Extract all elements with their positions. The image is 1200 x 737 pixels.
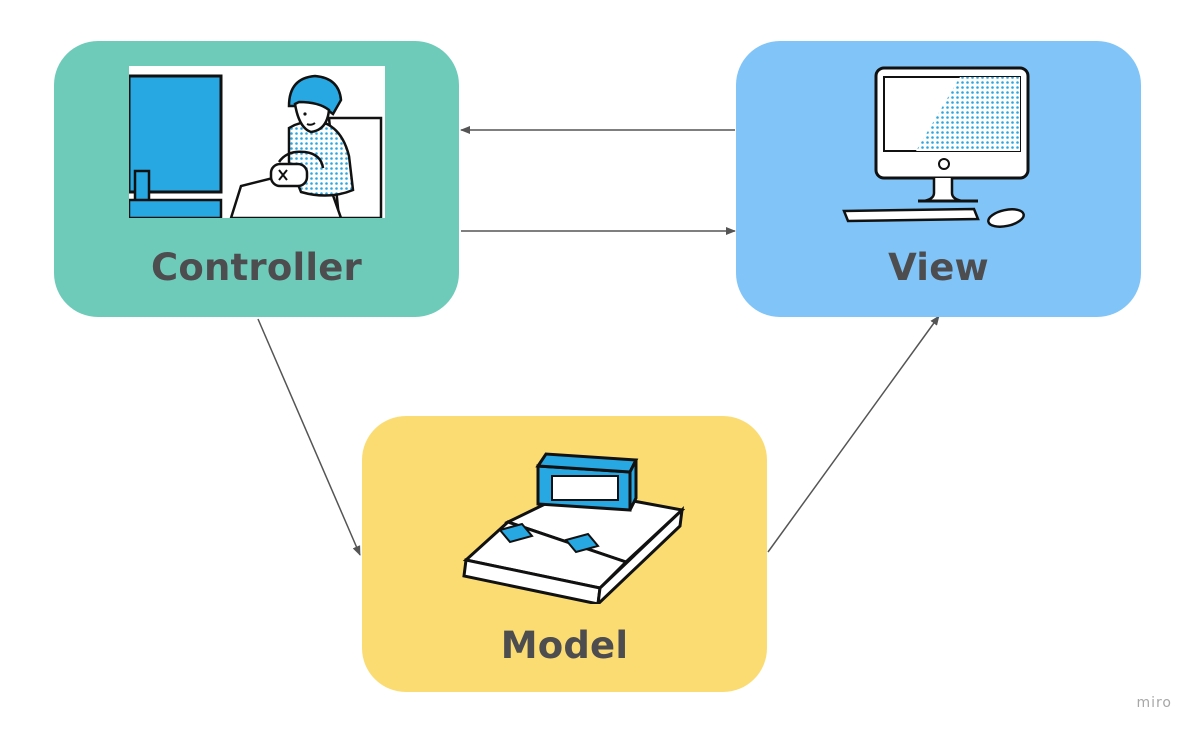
edge-model-to-view xyxy=(767,315,940,553)
gamer-with-controller-icon xyxy=(129,66,385,218)
view-label: View xyxy=(888,246,989,289)
controller-label: Controller xyxy=(151,246,362,289)
desktop-computer-icon xyxy=(842,66,1030,228)
edge-controller-to-model xyxy=(257,318,361,556)
model-label: Model xyxy=(500,624,629,667)
model-node[interactable]: Model xyxy=(362,416,767,692)
miro-watermark: miro xyxy=(1136,695,1172,711)
view-node[interactable]: View xyxy=(736,41,1141,317)
controller-node[interactable]: Controller xyxy=(54,41,459,317)
game-console-icon xyxy=(462,452,686,604)
